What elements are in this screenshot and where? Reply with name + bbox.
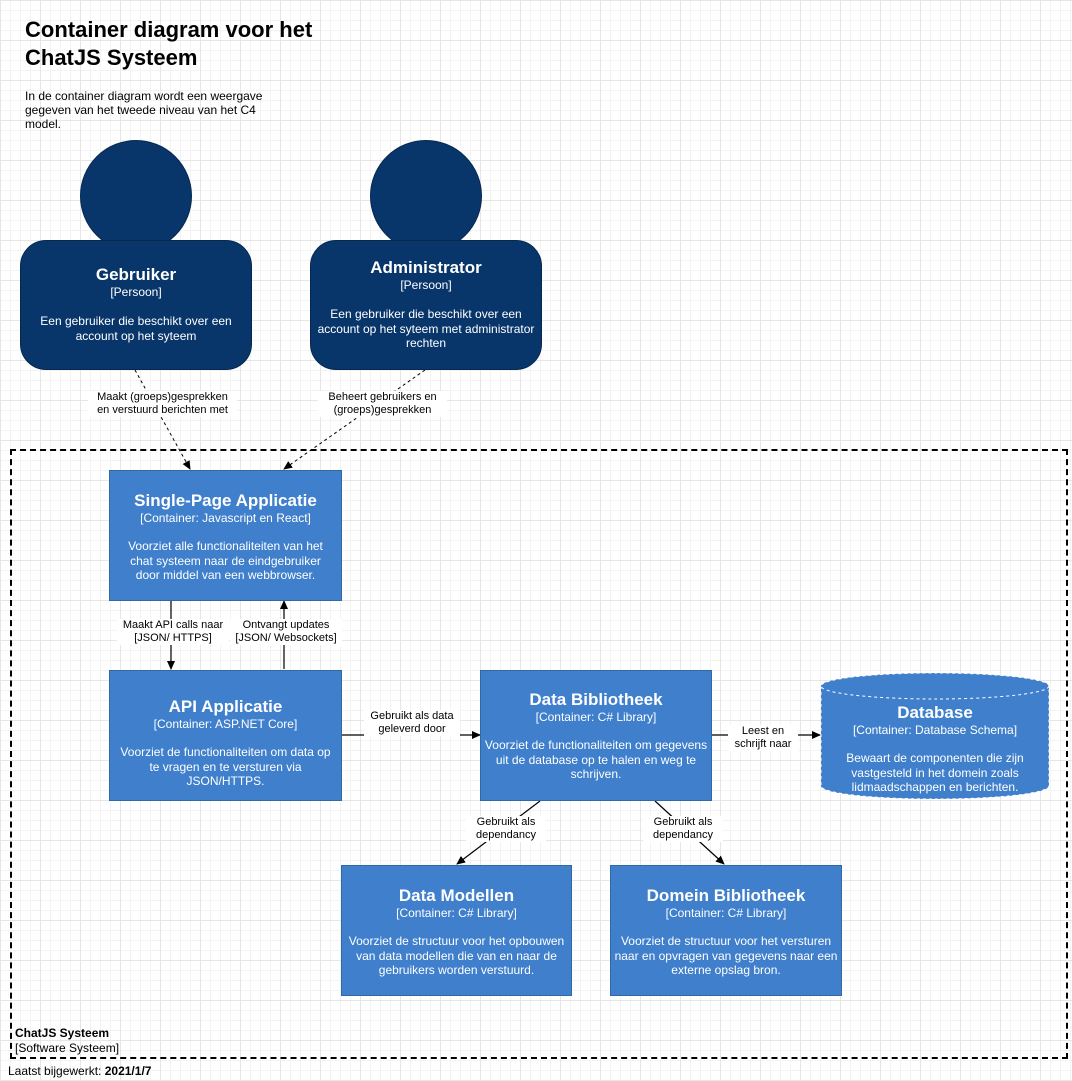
datalib-name: Data Bibliotheek xyxy=(529,690,663,709)
gebruiker-head xyxy=(80,140,192,252)
datalib-tech: [Container: C# Library] xyxy=(535,710,657,724)
edge-label-spa-api: Maakt API calls naar [JSON/ HTTPS] xyxy=(117,619,229,645)
edge-label-admin-spa: Beheert gebruikers en (groeps)gesprekken xyxy=(318,391,447,417)
database-name: Database xyxy=(897,703,973,722)
container-api[interactable]: API Applicatie [Container: ASP.NET Core]… xyxy=(109,670,342,801)
administrator-name: Administrator xyxy=(370,258,482,277)
database-tech: [Container: Database Schema] xyxy=(852,723,1018,737)
database-cylinder-icon xyxy=(820,672,1050,800)
models-name: Data Modellen xyxy=(398,886,515,905)
domain-desc: Voorziet de structuur voor het versturen… xyxy=(614,934,838,977)
intro-text: In de container diagram wordt een weerga… xyxy=(25,89,263,131)
gebruiker-desc: Een gebruiker die beschikt over een acco… xyxy=(40,314,232,343)
spa-desc: Voorziet alle functionaliteiten van het … xyxy=(128,539,323,582)
person-gebruiker[interactable]: Gebruiker [Persoon] Een gebruiker die be… xyxy=(20,240,252,370)
domain-tech: [Container: C# Library] xyxy=(665,906,787,920)
last-updated: Laatst bijgewerkt: 2021/1/7 xyxy=(8,1064,151,1078)
spa-name: Single-Page Applicatie xyxy=(134,491,317,510)
api-tech: [Container: ASP.NET Core] xyxy=(153,717,298,731)
gebruiker-name: Gebruiker xyxy=(95,265,177,284)
edge-label-api-datalib: Gebruikt als data geleverd door xyxy=(364,710,460,736)
spa-tech: [Container: Javascript en React] xyxy=(140,511,311,525)
api-desc: Voorziet de functionaliteiten om data op… xyxy=(120,745,331,788)
boundary-name: ChatJS Systeem xyxy=(15,1026,110,1040)
edge-label-gebruiker-spa: Maakt (groeps)gesprekken en verstuurd be… xyxy=(88,391,237,417)
administrator-head xyxy=(370,140,482,252)
edge-label-datalib-models: Gebruikt als dependancy xyxy=(466,816,546,842)
database-desc: Bewaart de componenten die zijn vastgest… xyxy=(846,751,1024,794)
edge-admin-spa xyxy=(283,369,426,470)
api-name: API Applicatie xyxy=(168,697,283,716)
container-models[interactable]: Data Modellen [Container: C# Library] Vo… xyxy=(341,865,572,996)
page-title: Container diagram voor het ChatJS Systee… xyxy=(25,17,313,70)
container-spa[interactable]: Single-Page Applicatie [Container: Javas… xyxy=(109,470,342,601)
person-administrator[interactable]: Administrator [Persoon] Een gebruiker di… xyxy=(310,240,542,370)
last-updated-date: 2021/1/7 xyxy=(104,1064,152,1078)
models-tech: [Container: C# Library] xyxy=(396,906,517,920)
container-datalib[interactable]: Data Bibliotheek [Container: C# Library]… xyxy=(480,670,712,801)
container-domain[interactable]: Domein Bibliotheek [Container: C# Librar… xyxy=(610,865,842,996)
administrator-type: [Persoon] xyxy=(400,278,452,292)
edge-label-datalib-db: Leest en schrijft naar xyxy=(728,725,798,751)
gebruiker-type: [Persoon] xyxy=(110,285,162,299)
models-desc: Voorziet de structuur voor het opbouwen … xyxy=(348,934,565,977)
boundary-type: [Software Systeem] xyxy=(15,1041,120,1055)
datalib-desc: Voorziet de functionaliteiten om gegeven… xyxy=(484,738,708,781)
last-updated-label: Laatst bijgewerkt: xyxy=(8,1064,102,1078)
edge-label-api-spa: Ontvangt updates [JSON/ Websockets] xyxy=(230,619,342,645)
container-database[interactable]: Database [Container: Database Schema] Be… xyxy=(820,672,1050,800)
edge-gebruiker-spa xyxy=(134,369,191,470)
administrator-desc: Een gebruiker die beschikt over een acco… xyxy=(317,307,535,350)
system-boundary xyxy=(10,449,1068,1059)
edge-label-datalib-domain: Gebruikt als dependancy xyxy=(643,816,723,842)
domain-name: Domein Bibliotheek xyxy=(646,886,806,905)
